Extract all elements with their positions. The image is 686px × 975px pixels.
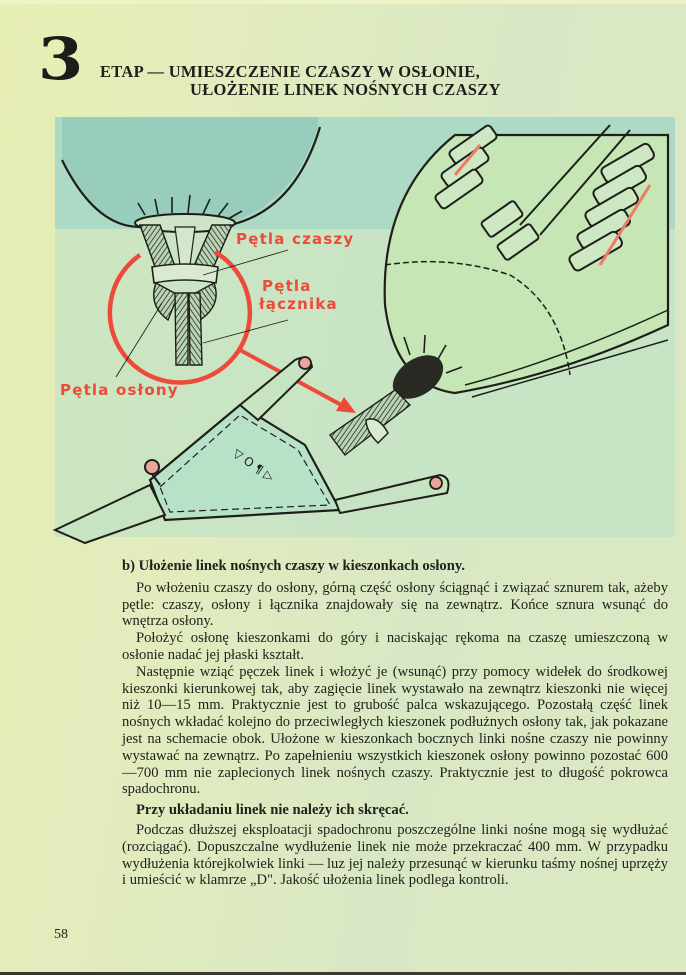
page-top-edge [0,0,686,4]
parachute-packing-illustration: ▽ O ¶ ▷ Pętla czaszy Pętla łącznika Pętl… [0,115,686,545]
chapter-header: 3 ETAP — UMIESZCZENIE CZASZY W OSŁONIE, … [38,30,658,100]
paragraph-2: Położyć osłonę kieszonkami do góry i nac… [122,630,668,663]
paragraph-3: Następnie wziąć pęczek linek i włożyć je… [122,663,668,798]
label-petla-lacznika-line2: łącznika [259,295,338,313]
bold-warning-note: Przy układaniu linek nie należy ich skrę… [136,802,409,819]
chapter-number: 3 [38,25,84,93]
page-bottom-edge [0,972,686,975]
page-number: 58 [54,927,68,942]
chapter-title-line-2: UŁOŻENIE LINEK NOŚNYCH CZASZY [190,80,501,99]
chapter-title-line-1: ETAP — UMIESZCZENIE CZASZY W OSŁONIE, [100,62,481,81]
label-petla-lacznika-line1: Pętla [262,277,312,295]
section-subheading: b) Ułożenie linek nośnych czaszy w kiesz… [122,558,465,574]
label-petla-oslony: Pętla osłony [60,381,179,399]
illustration-drawing: ▽ O ¶ ▷ [52,117,675,545]
paragraph-4: Podczas dłuższej eksploatacji spadochron… [122,821,668,889]
label-petla-czaszy: Pętla czaszy [236,230,355,248]
paragraph-1: Po włożeniu czaszy do osłony, górną częś… [122,579,668,630]
body-text: b) Ułożenie linek nośnych czaszy w kiesz… [122,558,668,889]
